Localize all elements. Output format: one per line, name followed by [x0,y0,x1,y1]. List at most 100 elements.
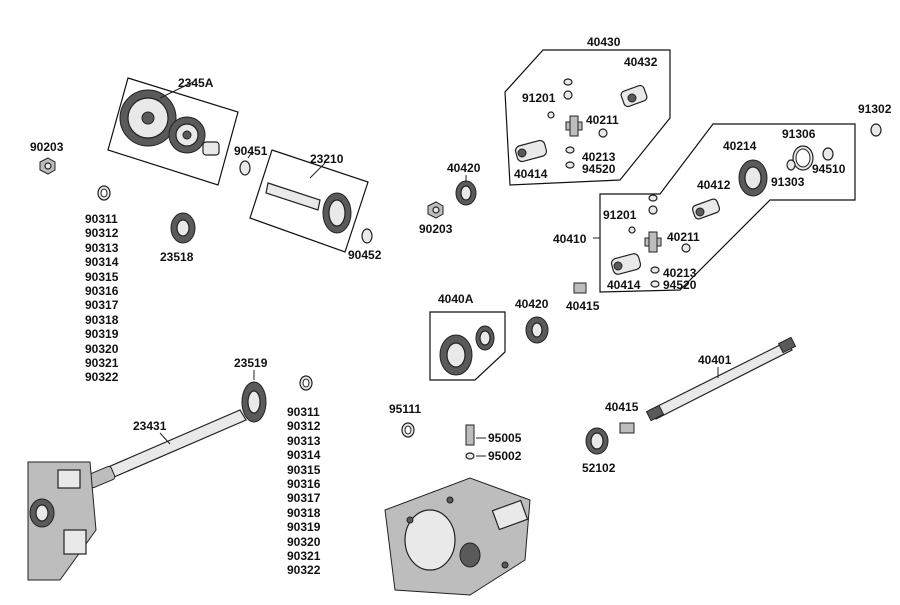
label-91302: 91302 [858,102,892,116]
shim-b-item: 90315 [287,462,321,477]
label-90452: 90452 [348,248,382,262]
shim-b-item: 90318 [287,505,321,520]
oring-95002 [465,452,475,460]
shim-b-item: 90312 [287,419,321,434]
yoke-40414-bot [610,253,642,275]
label-23210: 23210 [310,152,344,166]
label-23519: 23519 [234,356,268,370]
label-23431: 23431 [133,419,167,433]
shim-a-item: 90315 [85,269,119,284]
label-90451: 90451 [234,144,268,158]
label-95005: 95005 [488,431,522,445]
label-91201-top: 91201 [522,91,556,105]
bearing-40420-mid [525,316,549,344]
label-40401: 40401 [698,353,732,367]
label-40213-bot: 40213 [663,266,697,280]
shim-list-a: 90311 90312 90313 90314 90315 90316 9031… [85,212,118,385]
group-box-4040a [429,311,506,381]
ring-90451 [239,160,251,176]
ring-91303 [786,159,796,171]
shim-b-item: 90316 [287,477,321,492]
label-95002: 95002 [488,449,522,463]
shim-b-item: 90313 [287,433,321,448]
label-40420-top: 40420 [447,161,481,175]
group-box-40410 [599,123,856,293]
yoke-40414-top [514,139,548,163]
group-box-23210 [249,149,369,253]
cross-40211-bot [644,231,662,253]
shim-b-item: 90314 [287,448,321,463]
label-40410: 40410 [553,232,587,246]
shim-a-item: 90319 [85,327,119,342]
shim-a-item: 90313 [85,240,119,255]
label-91306: 91306 [782,127,816,141]
label-40415-top: 40415 [566,299,600,313]
small-rings-top [547,78,608,169]
label-40430: 40430 [587,35,621,49]
shim-a-item: 90318 [85,312,119,327]
shaft-40401 [645,336,797,422]
flange-40214 [738,159,768,197]
cross-40211-top [565,115,583,137]
label-40214: 40214 [723,139,757,153]
shim-b-item: 90320 [287,534,321,549]
gearbox-housing [384,477,531,596]
shaft-23210 [265,182,352,234]
label-40414-bot: 40414 [607,278,641,292]
label-40213-top: 40213 [582,150,616,164]
label-91201-bot: 91201 [603,208,637,222]
shim-a-item: 90317 [85,298,119,313]
group-box-2345a [107,77,239,186]
shim-a-item: 90322 [85,370,119,385]
label-94510: 94510 [812,162,846,176]
collar-52102 [585,427,609,455]
flange-23519 [241,381,267,423]
label-94520-top: 94520 [582,162,616,176]
shim-b-item: 90317 [287,491,321,506]
yoke-40412 [691,198,721,220]
plug-95005 [465,424,475,446]
shim-a-item: 90321 [85,356,119,371]
label-40415-bot: 40415 [605,400,639,414]
label-52102: 52102 [582,461,616,475]
ring-94510 [822,147,834,161]
shim-a-item: 90311 [85,212,118,226]
label-40211-top: 40211 [586,113,619,127]
bearing-40420-top [455,180,477,206]
gear-large [119,89,177,147]
seal-4040a [439,325,495,376]
shim-b-item: 90319 [287,520,321,535]
leader-2345a [159,81,194,99]
label-23518: 23518 [160,250,194,264]
shim-a-item: 90314 [85,255,119,270]
shim-a-item: 90312 [85,226,119,241]
label-40432: 40432 [624,55,658,69]
label-40414-top: 40414 [514,167,548,181]
label-40420-mid: 40420 [515,297,549,311]
yoke-40432 [620,84,648,108]
label-90203-mid: 90203 [419,222,453,236]
group-box-40430 [504,49,671,186]
transmission-housing-left [27,461,97,581]
spring-40415-bot [619,422,635,434]
label-90203-top: 90203 [30,140,64,154]
ring-91302 [870,123,882,137]
gear-small [168,116,206,154]
label-40211-bot: 40211 [667,230,700,244]
shim-list-b: 90311 90312 90313 90314 90315 90316 9031… [287,405,320,578]
shim-b-item: 90322 [287,563,321,578]
label-4040a: 4040A [438,292,474,306]
shim-a-item: 90316 [85,284,119,299]
shim-b-item: 90311 [287,405,320,419]
spring-40415-top [573,282,587,294]
label-2345a: 2345A [178,76,214,90]
label-40412: 40412 [697,178,731,192]
label-91303: 91303 [771,175,805,189]
label-94520-bot: 94520 [663,278,697,292]
gear-23518 [170,212,196,244]
small-rings-bot [628,194,691,288]
shim-b-item: 90321 [287,549,321,564]
label-95111: 95111 [389,402,422,416]
